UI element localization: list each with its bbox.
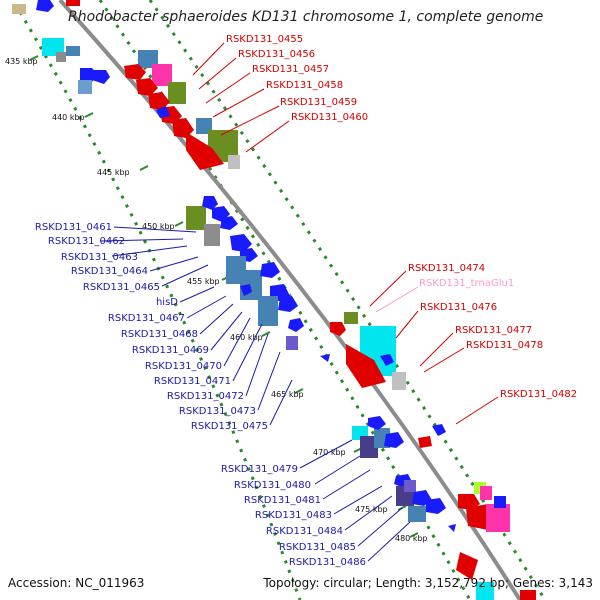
labels-mid-right: RSKD131_0474 RSKD131_trnaGlu1 RSKD131_04…	[408, 263, 577, 400]
gene-label: RSKD131_0485	[279, 542, 356, 553]
gene-label: RSKD131_0484	[266, 526, 343, 537]
map-title: Rhodobacter sphaeroides KD131 chromosome…	[68, 9, 544, 25]
tick-label: 460 kbp	[230, 333, 263, 342]
gene-label: RSKD131_0465	[83, 282, 160, 293]
gene-label: RSKD131_0480	[234, 480, 311, 491]
gene-label: RSKD131_0461	[35, 222, 112, 233]
gene-label: RSKD131_trnaGlu1	[419, 278, 514, 289]
gene-label: RSKD131_0477	[455, 325, 532, 336]
genome-summary: Topology: circular; Length: 3,152,792 bp…	[263, 576, 593, 590]
labels-top-right: RSKD131_0455 RSKD131_0456 RSKD131_0457 R…	[226, 34, 368, 123]
tick-label: 450 kbp	[142, 222, 175, 231]
gene-label: RSKD131_0486	[289, 557, 366, 568]
tick-label: 440 kbp	[52, 113, 85, 122]
labels-left: RSKD131_0461 RSKD131_0462 RSKD131_0463 R…	[35, 222, 268, 432]
gene-label: RSKD131_0463	[61, 252, 138, 263]
gene-label: RSKD131_0469	[132, 345, 209, 356]
gene-label: RSKD131_0479	[221, 464, 298, 475]
gene-label: RSKD131_0458	[266, 80, 343, 91]
gene-label: RSKD131_0483	[255, 510, 332, 521]
chromosome-backbone	[58, 0, 522, 600]
gene-label: RSKD131_0481	[244, 495, 321, 506]
gene-label: RSKD131_0468	[121, 329, 198, 340]
gene-label: RSKD131_0474	[408, 263, 485, 274]
gene-label: RSKD131_0462	[48, 236, 125, 247]
labels-bottom-left: RSKD131_0479 RSKD131_0480 RSKD131_0481 R…	[221, 464, 366, 568]
gene-label: RSKD131_0478	[466, 340, 543, 351]
tick-label: 465 kbp	[271, 390, 304, 399]
gene-label: RSKD131_0464	[71, 266, 148, 277]
gene-label: hisD	[156, 297, 178, 308]
gene-label: RSKD131_0456	[238, 49, 315, 60]
tick-label: 480 kbp	[395, 534, 428, 543]
accession-text: Accession: NC_011963	[8, 576, 145, 590]
gene-label: RSKD131_0472	[167, 391, 244, 402]
leader-line-pink	[375, 286, 419, 313]
gene-label: RSKD131_0475	[191, 421, 268, 432]
gene-label: RSKD131_0476	[420, 302, 497, 313]
tick-label: 475 kbp	[355, 505, 388, 514]
gene-label: RSKD131_0455	[226, 34, 303, 45]
gene-label: RSKD131_0460	[291, 112, 368, 123]
gene-label: RSKD131_0470	[145, 361, 222, 372]
leader-lines-blue	[99, 226, 411, 562]
gene-features	[12, 0, 536, 600]
tick-label: 435 kbp	[5, 57, 38, 66]
gene-label: RSKD131_0473	[179, 406, 256, 417]
tick-label: 445 kbp	[97, 168, 130, 177]
tick-label: 455 kbp	[187, 277, 220, 286]
gene-label: RSKD131_0482	[500, 389, 577, 400]
tick-labels: 435 kbp 440 kbp 445 kbp 450 kbp 455 kbp …	[5, 57, 428, 543]
gene-label: RSKD131_0459	[280, 97, 357, 108]
gene-label: RSKD131_0471	[154, 376, 231, 387]
gene-label: RSKD131_0467	[108, 313, 185, 324]
leader-lines-red	[192, 42, 499, 425]
gene-label: RSKD131_0457	[252, 64, 329, 75]
